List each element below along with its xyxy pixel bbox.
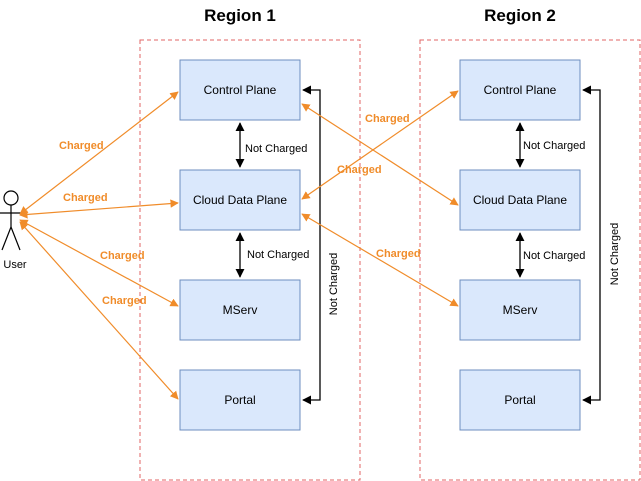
r1-mserv-label: MServ — [223, 303, 258, 317]
r1-control-portal-edge-label: Not Charged — [328, 253, 340, 315]
user-to-r1-mserv-edge-label: Charged — [100, 250, 145, 262]
user-to-r1-mserv-edge — [19, 219, 179, 307]
r1-mserv-box — [179, 279, 301, 341]
r1-cloud-data-plane-box — [179, 169, 301, 231]
r1-cloud-to-r2-control-edge — [301, 90, 459, 200]
r2-control-portal-edge-label: Not Charged — [609, 223, 621, 285]
r1-cloud-to-r2-mserv-edge-label: Charged — [376, 248, 421, 260]
r1-cloud-to-r2-mserv-edge — [301, 213, 459, 307]
r2-mserv-box — [459, 279, 581, 341]
r2-cloud-data-plane-box — [459, 169, 581, 231]
r2-control-cloud-edge-label: Not Charged — [523, 140, 585, 152]
r2-mserv-label: MServ — [503, 303, 538, 317]
r2-control-portal-edge — [582, 85, 601, 405]
r1-cloud-to-r2-control-edge-label: Charged — [337, 164, 382, 176]
r1-cloud-mserv-edge-label: Not Charged — [247, 249, 309, 261]
user-to-r1-portal-edge-label: Charged — [102, 295, 147, 307]
region-1-title: Region 1 — [204, 6, 276, 25]
r1-cloud-data-plane-label: Cloud Data Plane — [193, 193, 287, 207]
region-2-title: Region 2 — [484, 6, 556, 25]
user-actor-icon — [0, 190, 22, 251]
user-to-r1-control-edge — [19, 91, 179, 215]
r1-control-plane-label: Control Plane — [204, 83, 277, 97]
r1-control-to-r2-cloud-edge-label: Charged — [365, 113, 410, 125]
r1-control-portal-edge — [302, 85, 321, 405]
r1-portal-box — [179, 369, 301, 431]
r2-portal-label: Portal — [504, 393, 535, 407]
user-to-r1-control-edge-label: Charged — [59, 140, 104, 152]
user-to-r1-cloud-edge — [19, 199, 179, 219]
r1-control-plane-box — [179, 59, 301, 121]
r2-cloud-data-plane-label: Cloud Data Plane — [473, 193, 567, 207]
user-to-r1-portal-edge — [19, 221, 179, 400]
user-to-r1-cloud-edge-label: Charged — [63, 192, 108, 204]
r2-control-plane-box — [459, 59, 581, 121]
r2-cloud-mserv-edge-label: Not Charged — [523, 250, 585, 262]
r1-control-cloud-edge-label: Not Charged — [245, 143, 307, 155]
r1-portal-label: Portal — [224, 393, 255, 407]
r2-control-plane-label: Control Plane — [484, 83, 557, 97]
r2-portal-box — [459, 369, 581, 431]
user-actor-label: User — [3, 259, 27, 271]
